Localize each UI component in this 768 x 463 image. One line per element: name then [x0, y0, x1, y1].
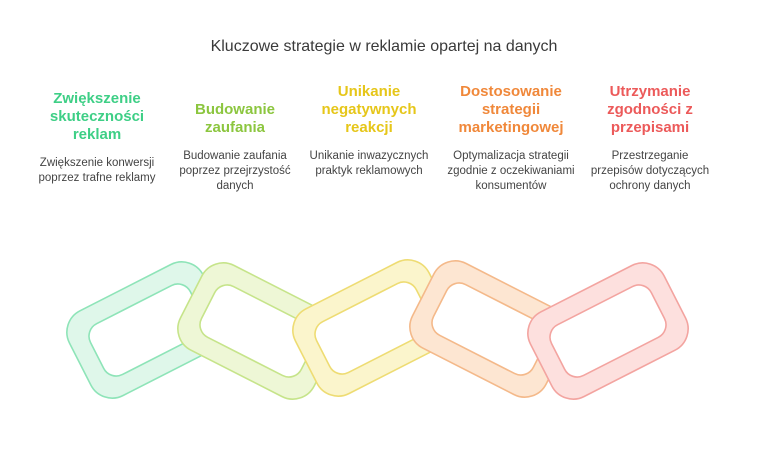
- strategy-heading: Utrzymanie zgodności z przepisami: [607, 83, 693, 136]
- chain-link-2: [177, 262, 339, 400]
- strategy-column-1: Zwiększenie skuteczności reklam Zwiększe…: [32, 90, 162, 186]
- strategy-heading: Budowanie zaufania: [194, 101, 275, 136]
- chain-link-5: [527, 262, 689, 400]
- strategy-column-5: Utrzymanie zgodności z przepisami Przest…: [585, 83, 715, 194]
- strategy-heading: Unikanie negatywnych reakcji: [321, 83, 417, 136]
- strategy-description: Unikanie inwazycznych praktyk reklamowyc…: [309, 150, 429, 177]
- strategy-column-2: Budowanie zaufania Budowanie zaufania po…: [170, 101, 300, 194]
- strategy-heading: Dostosowanie strategii marketingowej: [458, 83, 564, 136]
- chain-link-4: [409, 260, 571, 398]
- strategy-description: Przestrzeganie przepisów dotyczących och…: [590, 150, 710, 192]
- strategy-column-4: Dostosowanie strategii marketingowej Opt…: [446, 83, 576, 194]
- strategy-heading: Zwiększenie skuteczności reklam: [49, 90, 145, 143]
- strategy-description: Budowanie zaufania poprzez przejrzystość…: [179, 150, 291, 192]
- strategy-description: Optymalizacja strategii zgodnie z oczeki…: [447, 150, 575, 192]
- strategy-description: Zwiększenie konwersji poprzez trafne rek…: [38, 157, 156, 184]
- diagram-title: Kluczowe strategie w reklamie opartej na…: [210, 38, 558, 55]
- strategy-column-3: Unikanie negatywnych reakcji Unikanie in…: [304, 83, 434, 179]
